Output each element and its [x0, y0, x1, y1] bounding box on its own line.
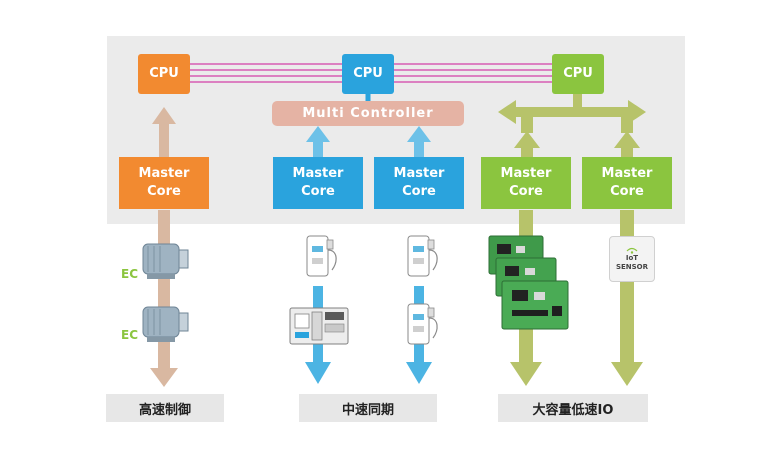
- master-core-blue-2: Master Core: [374, 157, 464, 209]
- ec-label: EC: [121, 328, 139, 342]
- cpu-box-green: CPU: [552, 54, 604, 94]
- master-core-green-2: Master Core: [582, 157, 672, 209]
- master-core-orange: Master Core: [119, 157, 209, 209]
- master-core-green-1: Master Core: [481, 157, 571, 209]
- motor-icon: [142, 243, 189, 279]
- category-label-high-speed: 高速制御: [106, 394, 224, 422]
- multi-controller-box: Multi Controller: [272, 101, 464, 126]
- usb-adapter-icon: [407, 303, 438, 345]
- olive-arrow-up-2: [614, 131, 640, 157]
- iot-sensor-box: IoT SENSOR: [609, 236, 655, 282]
- olive-cpu-link: [573, 88, 582, 108]
- tan-arrow-up: [152, 107, 176, 157]
- wifi-icon: [626, 247, 638, 254]
- cpu-bus-lines: [189, 63, 554, 83]
- plc-device-icon: [289, 307, 349, 345]
- blue-arrow-up-1: [306, 126, 330, 157]
- cpu-box-blue: CPU: [342, 54, 394, 94]
- olive-bus-arrow: [498, 100, 646, 124]
- tan-arrow-down: [150, 210, 178, 387]
- category-label-mid-speed: 中速同期: [299, 394, 437, 422]
- olive-arrow-down-2: [611, 210, 643, 386]
- iot-sensor-line2: SENSOR: [615, 263, 649, 271]
- iot-sensor-line1: IoT: [625, 254, 639, 262]
- ec-label: EC: [121, 267, 139, 281]
- category-label-low-speed-io: 大容量低速IO: [498, 394, 648, 422]
- master-core-blue-1: Master Core: [273, 157, 363, 209]
- usb-adapter-icon: [306, 235, 337, 277]
- io-board-icon: [501, 280, 569, 330]
- usb-adapter-icon: [407, 235, 438, 277]
- cpu-box-orange: CPU: [138, 54, 190, 94]
- blue-arrow-up-2: [407, 126, 431, 157]
- motor-icon: [142, 306, 189, 342]
- olive-arrow-up-1: [514, 131, 540, 157]
